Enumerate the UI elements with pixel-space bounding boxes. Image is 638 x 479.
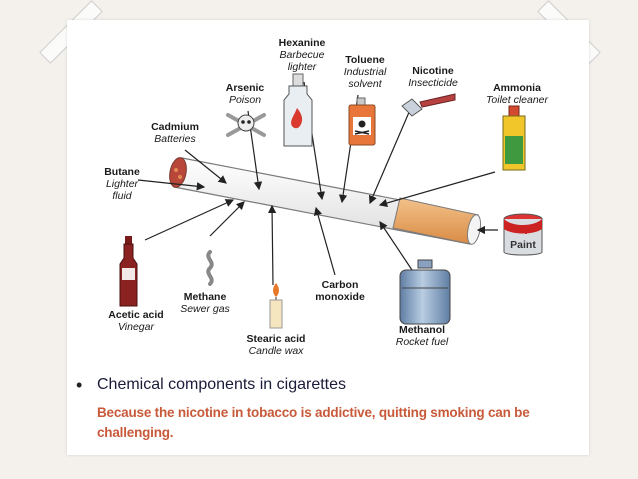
insecticide-sprayer-icon [401, 93, 456, 117]
label-arsenic: Arsenic Poison [225, 82, 265, 107]
label-toluene: Toluene Industrial solvent [343, 54, 387, 91]
slide-panel [67, 20, 589, 455]
label-methane: Methane Sewer gas [180, 291, 230, 316]
candle-icon [269, 283, 283, 329]
paint-can-icon: Paint [503, 213, 543, 256]
label-nicotine: Nicotine Insecticide [408, 65, 458, 90]
label-butane: Butane Lighter fluid [104, 166, 140, 203]
label-stearic-acid: Stearic acid Candle wax [246, 333, 306, 358]
bullet: • [76, 375, 83, 395]
label-carbon-monoxide: Carbon monoxide [315, 279, 365, 304]
label-methanol: Methanol Rocket fuel [395, 324, 449, 349]
cigarette [169, 157, 482, 245]
label-hexanine: Hexanine Barbecue lighter [278, 37, 326, 74]
gas-tank-icon [399, 259, 451, 325]
skull-crossbones-icon [226, 113, 266, 137]
label-ammonia: Ammonia Toilet cleaner [485, 82, 549, 107]
paint-can-label: Paint [510, 239, 536, 251]
label-cadmium: Cadmium Batteries [151, 121, 199, 146]
caption-subtext: Because the nicotine in tobacco is addic… [97, 405, 530, 440]
lighter-fluid-bottle-icon [283, 73, 313, 147]
caption-heading: Chemical components in cigarettes [97, 376, 347, 393]
vinegar-bottle-icon [119, 236, 138, 307]
leader-arrows [137, 81, 498, 286]
smoke-icon [206, 250, 214, 286]
label-acetic-acid: Acetic acid Vinegar [108, 309, 164, 334]
solvent-can-icon [348, 97, 376, 146]
toilet-cleaner-bottle-icon [502, 105, 526, 171]
